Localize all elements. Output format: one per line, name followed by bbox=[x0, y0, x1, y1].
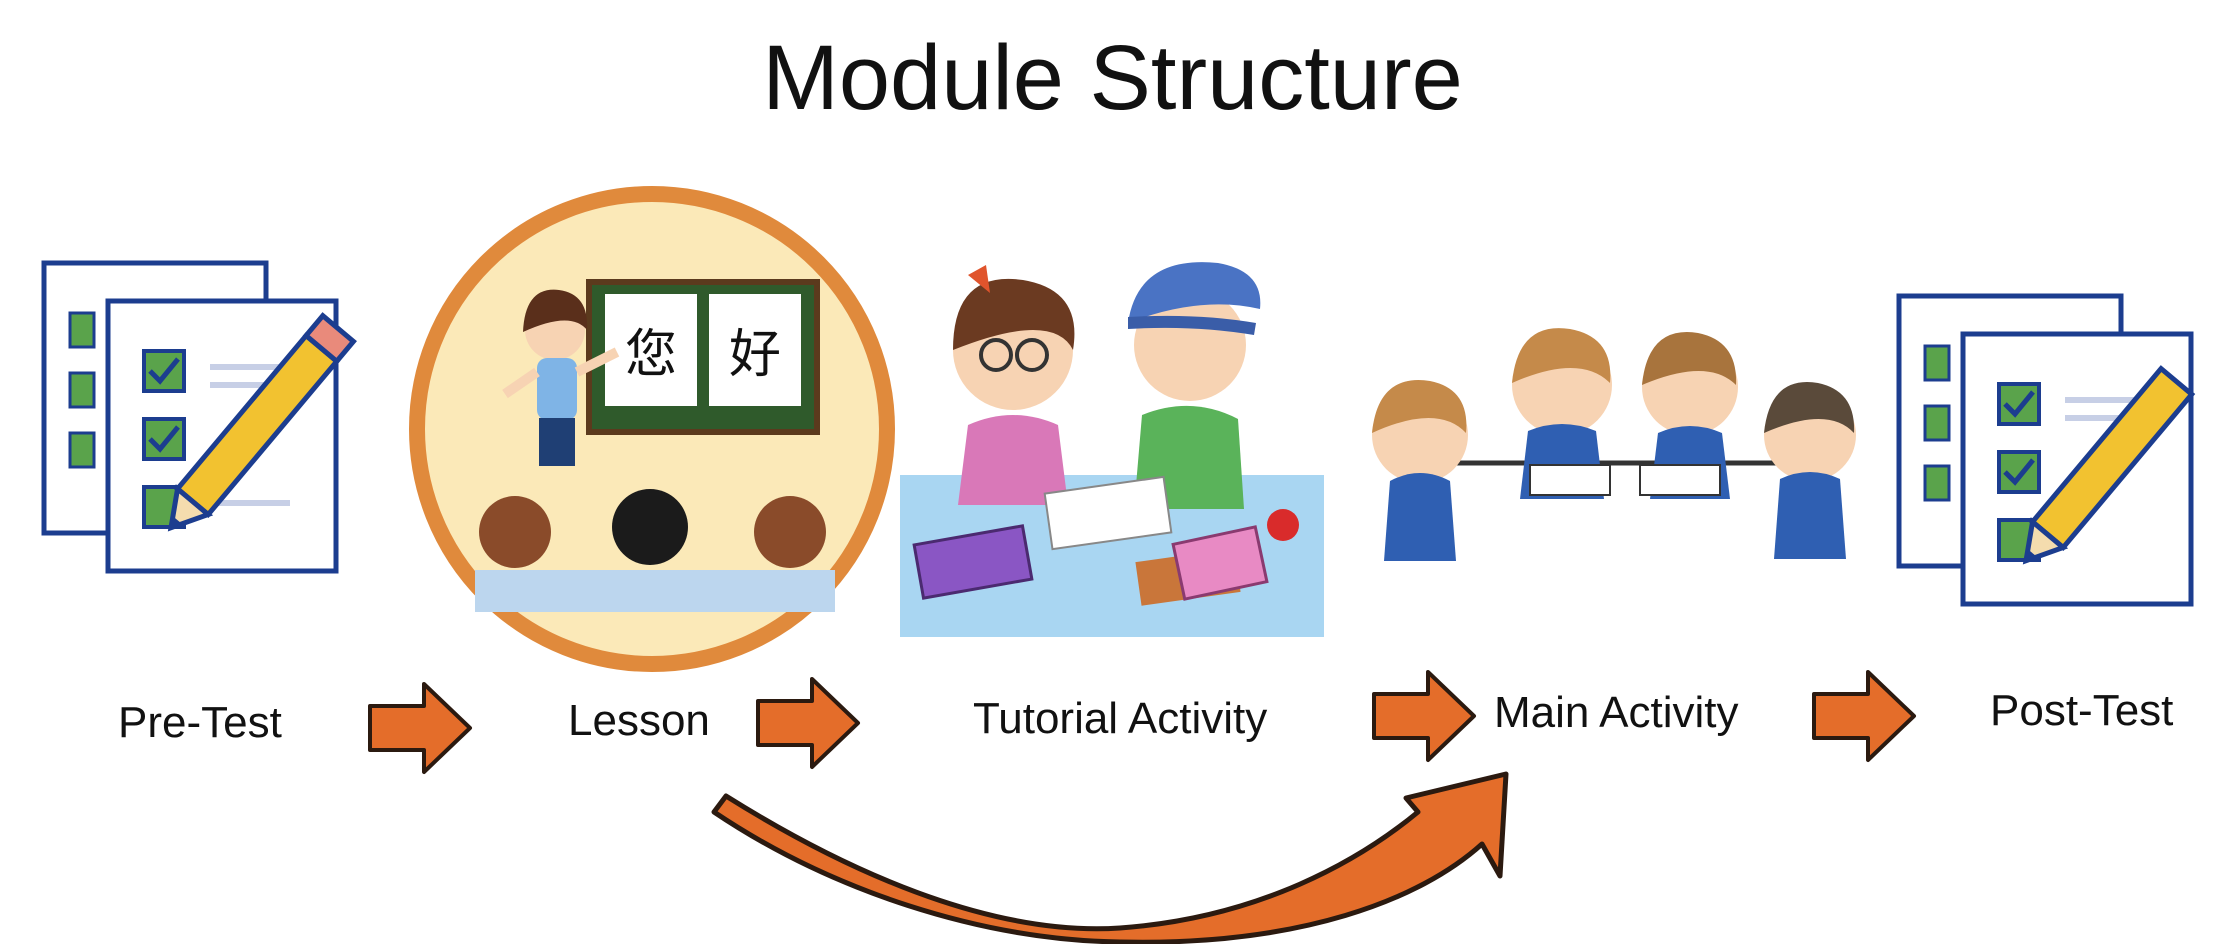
right-arrow-icon bbox=[1812, 670, 1916, 762]
curved-arrow-icon bbox=[711, 771, 1509, 944]
flow-arrow-2 bbox=[756, 677, 860, 769]
page-title: Module Structure bbox=[762, 27, 1463, 129]
lesson-illustration: 您 好 bbox=[409, 186, 895, 672]
flow-arrow-3 bbox=[1372, 670, 1476, 762]
students-studying-icon bbox=[900, 262, 1324, 637]
flow-arrow-1 bbox=[368, 682, 472, 774]
tutorial-activity-illustration bbox=[900, 262, 1324, 637]
step-label-pre-test: Pre-Test bbox=[118, 698, 282, 747]
skip-arrow-lesson-to-main bbox=[711, 771, 1509, 944]
checklist-pencil-icon bbox=[1896, 293, 2196, 607]
step-label-post-test: Post-Test bbox=[1990, 686, 2174, 735]
right-arrow-icon bbox=[1372, 670, 1476, 762]
step-label-tutorial-activity: Tutorial Activity bbox=[973, 694, 1268, 743]
group-discussion-icon bbox=[1372, 328, 1856, 561]
post-test-illustration bbox=[1896, 293, 2196, 607]
right-arrow-icon bbox=[368, 682, 472, 774]
step-label-main-activity: Main Activity bbox=[1494, 688, 1739, 737]
step-label-lesson: Lesson bbox=[568, 696, 710, 745]
pre-test-illustration bbox=[41, 260, 357, 574]
flow-arrow-4 bbox=[1812, 670, 1916, 762]
main-activity-illustration bbox=[1372, 328, 1856, 561]
blackboard-char-2: 好 bbox=[729, 325, 781, 385]
right-arrow-icon bbox=[756, 677, 860, 769]
blackboard-char-1: 您 bbox=[625, 325, 677, 385]
classroom-teacher-icon: 您 好 bbox=[409, 186, 895, 672]
checklist-pencil-icon bbox=[41, 260, 357, 574]
